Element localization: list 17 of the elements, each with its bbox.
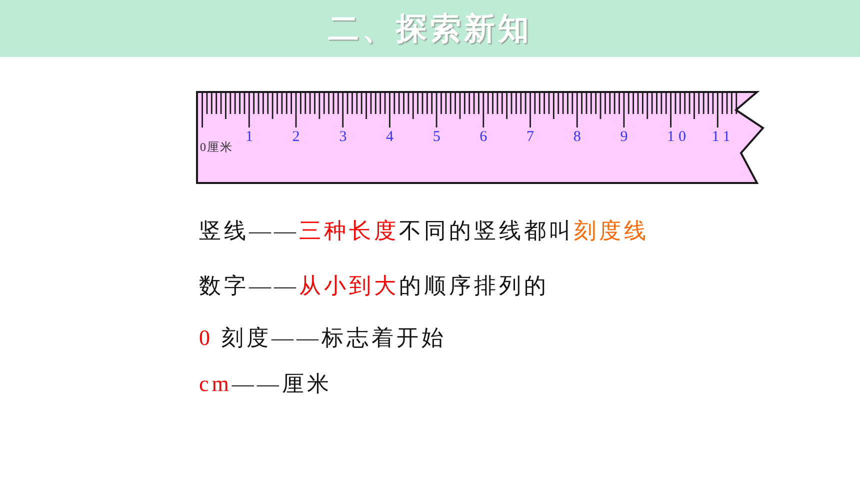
scale-number: 2 [292, 129, 300, 145]
scale-number: 10 [667, 129, 690, 145]
scale-number: 7 [526, 129, 534, 145]
scale-number: 11 [712, 129, 734, 145]
note-text: 数字——从小到大的顺序排列的 [199, 273, 549, 299]
note-text: 竖线——三种长度不同的竖线都叫刻度线 [199, 218, 649, 244]
scale-number: 6 [480, 129, 488, 145]
note-text: 0 刻度——标志着开始 [199, 325, 446, 351]
scale-number: 4 [386, 129, 394, 145]
scale-number: 3 [339, 129, 347, 145]
title: 二、探索新知 [327, 10, 533, 48]
note-text: cm——厘米 [199, 371, 332, 397]
scale-number: 9 [620, 129, 628, 145]
unit-label: 0厘米 [200, 140, 233, 154]
scale-number: 1 [245, 129, 253, 145]
scale-number: 5 [432, 129, 440, 145]
scale-number: 8 [573, 129, 581, 145]
